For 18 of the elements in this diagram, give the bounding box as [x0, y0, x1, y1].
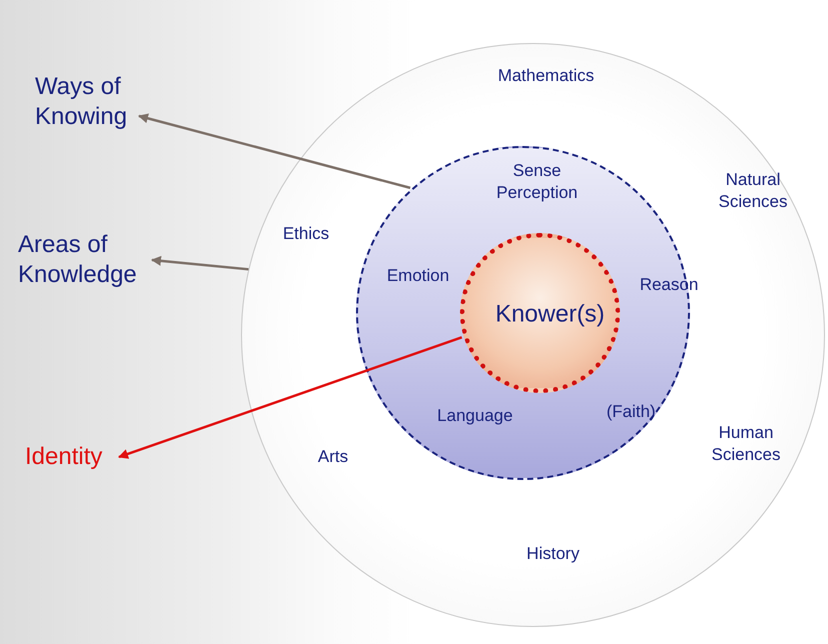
arrow: [118, 336, 462, 459]
area-label: Reason: [638, 274, 700, 296]
arrow: [151, 256, 249, 271]
arrow: [138, 113, 411, 190]
area-label: History: [526, 542, 580, 565]
area-label: Arts: [316, 446, 350, 468]
area-label: Mathematics: [496, 64, 596, 87]
label-text: Areas of Knowledge: [18, 230, 148, 290]
area-label: Emotion: [386, 264, 450, 287]
area-label: Ethics: [282, 222, 330, 245]
area-label: Language: [436, 404, 514, 427]
area-label: Knower(s): [494, 299, 606, 330]
label-text: Identity: [25, 442, 115, 472]
label-text: Ways of Knowing: [35, 72, 135, 132]
area-label: Sense Perception: [495, 160, 579, 204]
area-label: Natural Sciences: [718, 168, 788, 213]
area-label: Human Sciences: [710, 422, 782, 466]
area-label: (Faith): [605, 400, 657, 423]
